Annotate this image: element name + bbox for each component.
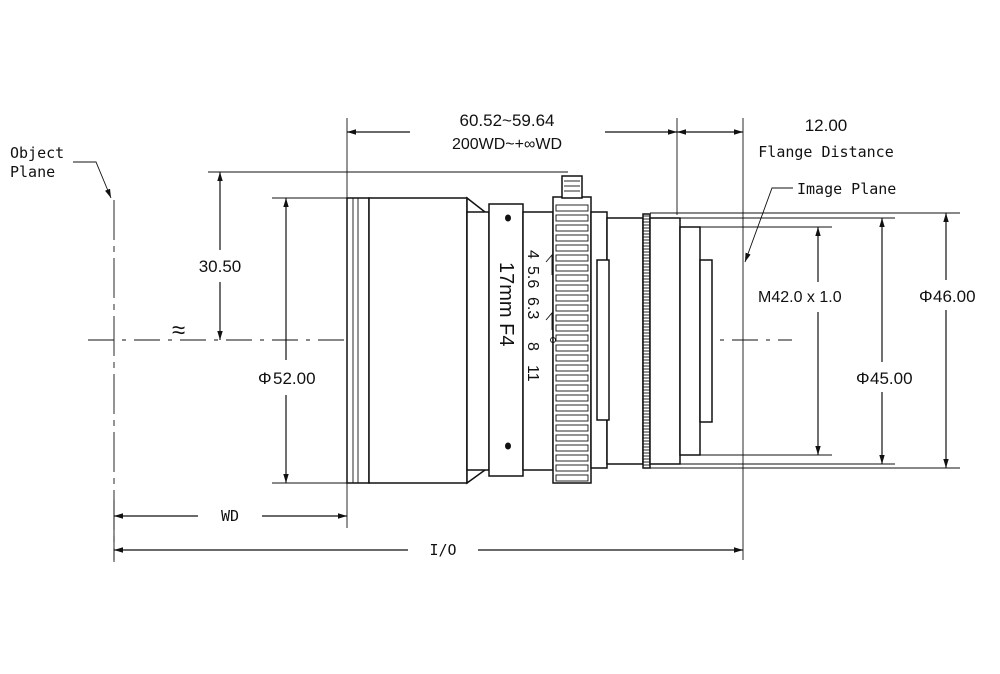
aperture-mark-6-3: 6.3 (524, 297, 541, 319)
focus-ring-knurling (555, 204, 589, 482)
diameter-52-dimension: 52.00 (273, 369, 316, 388)
flange-distance-value: 12.00 (805, 116, 848, 135)
diameter-symbol-46: Φ (919, 287, 933, 306)
diameter-45-dimension: 45.00 (870, 369, 913, 388)
working-distance-label: WD (221, 507, 239, 525)
object-plane-label-line2: Plane (10, 163, 55, 181)
diameter-46-dimension: 46.00 (933, 287, 976, 306)
focus-range-value: 60.52~59.64 (459, 111, 554, 130)
focus-range-wd: 200WD~+∞WD (452, 136, 562, 153)
object-plane-label-line1: Object (10, 144, 64, 162)
aperture-mark-11: 11 (524, 365, 541, 382)
image-plane-label: Image Plane (797, 180, 896, 198)
lens-model-marking: 17mm F4 (495, 262, 517, 346)
lens-body (346, 175, 713, 485)
approx-symbol: ≈ (172, 317, 185, 344)
io-distance-label: I/O (429, 541, 456, 559)
lens-markings: 17mm F4 4 5.6 6.3 8 11 (495, 250, 556, 382)
mount-ring-knurling (643, 215, 650, 466)
diameter-symbol-52: Φ (258, 369, 272, 388)
half-height-dimension: 30.50 (199, 257, 242, 276)
aperture-mark-4: 4 (524, 250, 541, 259)
flange-distance-label: Flange Distance (758, 143, 893, 161)
mount-thread-dimension: M42.0 x 1.0 (758, 289, 842, 306)
aperture-mark-8: 8 (524, 342, 541, 351)
diameter-symbol-45: Φ (856, 369, 870, 388)
aperture-mark-5-6: 5.6 (524, 266, 541, 288)
